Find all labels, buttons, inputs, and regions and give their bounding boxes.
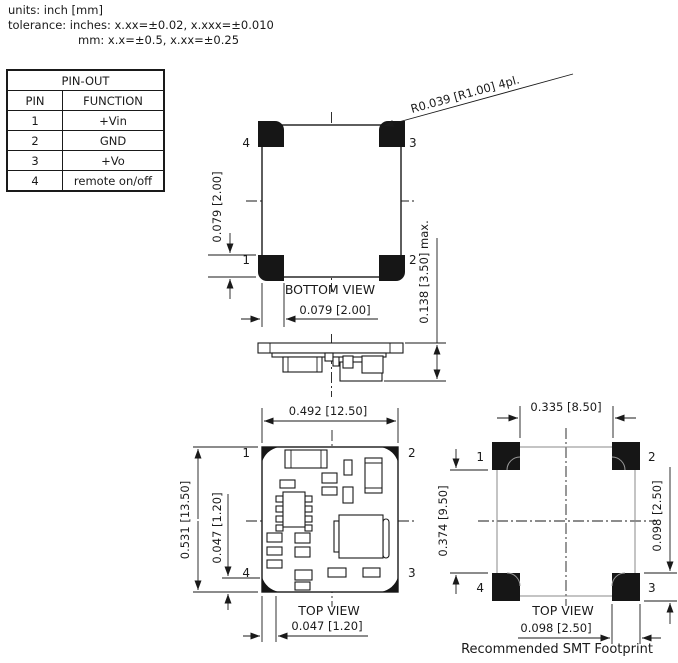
function-column-header: FUNCTION	[62, 90, 165, 111]
bottom-pad-1	[258, 255, 284, 281]
top-view-label: TOP VIEW	[297, 603, 359, 618]
bottom-pin-label-4: 4	[242, 136, 250, 150]
footprint-pad-3	[612, 573, 640, 601]
dim-footprint-pitch-x: 0.335 [8.50]	[497, 400, 636, 438]
dim-top-pad-height: 0.047 [1.20]	[210, 492, 260, 610]
side-component-small	[342, 355, 354, 369]
footprint-pad-1-corner-arc	[506, 456, 521, 471]
top-pin-label-4: 4	[242, 566, 250, 580]
side-view-substrate	[257, 342, 404, 354]
footprint-pitch-x-value: 0.335 [8.50]	[530, 400, 601, 414]
top-pad-height-value: 0.047 [1.20]	[210, 492, 224, 563]
top-pad-3	[381, 577, 398, 592]
bottom-view-label: BOTTOM VIEW	[285, 282, 375, 297]
top-pad-1	[262, 447, 279, 462]
side-component-tab-2	[332, 356, 340, 367]
bottom-pad-4	[258, 121, 284, 147]
bottom-pad-3	[379, 121, 405, 147]
footprint-pad-4	[492, 573, 520, 601]
table-row: 4 remote on/off	[6, 170, 165, 192]
tolerance-inches-line: tolerance: inches: x.xx=±0.02, x.xxx=±0.…	[8, 18, 274, 32]
top-pin-label-2: 2	[408, 446, 416, 460]
footprint-pad-3-corner-arc	[611, 572, 626, 587]
dim-footprint-pad-width: 0.098 [2.50]	[518, 604, 661, 644]
top-pin-label-1: 1	[242, 446, 250, 460]
bottom-view-body-outline	[261, 124, 402, 278]
dim-corner-radius: R0.039 [R1.00] 4pl.	[383, 72, 574, 127]
tolerance-mm-line: mm: x.x=±0.5, x.xx=±0.25	[78, 33, 240, 47]
units-line: units: inch [mm]	[8, 3, 103, 17]
side-component-block-right	[361, 355, 384, 374]
footprint-pad-4-corner-arc	[506, 572, 521, 587]
footprint-pad-width-value: 0.098 [2.50]	[520, 621, 591, 635]
pinout-table: PIN-OUT PIN FUNCTION 1 +Vin 2 GND 3 +Vo …	[6, 69, 165, 192]
bottom-pin-label-2: 2	[409, 253, 417, 267]
footprint-pitch-y-value: 0.374 [9.50]	[436, 485, 450, 556]
corner-radius-value: R0.039 [R1.00] 4pl.	[409, 72, 521, 115]
top-width-value: 0.492 [12.50]	[289, 404, 367, 418]
bottom-pin-label-1: 1	[242, 253, 250, 267]
dim-max-height: 0.138 [3.50] max.	[384, 220, 446, 382]
pin-function-cell: GND	[62, 130, 165, 151]
dim-top-height: 0.531 [13.50]	[178, 446, 258, 593]
bottom-pad-height-value: 0.079 [2.00]	[210, 171, 224, 242]
top-view: 1 2 4 3 TOP VIEW 0.492 [12.50] 0.531 [13…	[178, 404, 416, 642]
dim-top-pad-width: 0.047 [1.20]	[243, 596, 368, 642]
dim-top-width: 0.492 [12.50]	[261, 404, 399, 443]
table-row: 2 GND	[6, 130, 165, 151]
footprint-pin-label-3: 3	[648, 581, 656, 595]
top-pad-4	[262, 577, 279, 592]
dim-bottom-pad-width: 0.079 [2.00]	[241, 283, 378, 327]
bottom-pin-label-3: 3	[409, 136, 417, 150]
footprint-package-outline	[496, 446, 636, 597]
dim-footprint-pad-height: 0.098 [2.50]	[644, 467, 677, 624]
footprint-pin-label-2: 2	[648, 450, 656, 464]
side-component-block-left	[282, 356, 323, 373]
table-row: 1 +Vin	[6, 110, 165, 131]
dim-footprint-pitch-y: 0.374 [9.50]	[436, 449, 488, 594]
corner-radius-leader-line	[383, 73, 574, 127]
pin-function-cell: remote on/off	[62, 170, 165, 192]
footprint-pin-label-4: 4	[476, 581, 484, 595]
smt-footprint: 1 2 4 3 TOP VIEW Recommended SMT Footpri…	[436, 400, 677, 657]
footprint-view-label: TOP VIEW	[531, 603, 593, 618]
footprint-pad-2-corner-arc	[611, 456, 626, 471]
pin-function-cell: +Vo	[62, 150, 165, 171]
bottom-view: 4 3 1 2 BOTTOM VIEW R0.039 [R1.00] 4pl. …	[208, 72, 574, 327]
table-row: 3 +Vo	[6, 150, 165, 171]
side-view: 0.138 [3.50] max.	[257, 220, 446, 397]
bottom-pad-2	[379, 255, 405, 281]
units-tolerance-note: units: inch [mm] tolerance: inches: x.xx…	[8, 3, 274, 48]
pinout-header-row: PIN FUNCTION	[6, 90, 165, 111]
bottom-pad-width-value: 0.079 [2.00]	[299, 303, 370, 317]
side-component-tab	[324, 352, 334, 362]
dim-bottom-pad-height: 0.079 [2.00]	[208, 171, 256, 299]
top-pad-width-value: 0.047 [1.20]	[291, 619, 362, 633]
footprint-pad-height-value: 0.098 [2.50]	[650, 480, 664, 551]
max-height-value: 0.138 [3.50] max.	[417, 220, 431, 324]
footprint-pin-label-1: 1	[476, 450, 484, 464]
footprint-caption: Recommended SMT Footprint	[461, 642, 653, 657]
top-pin-label-3: 3	[408, 566, 416, 580]
footprint-pad-2	[612, 442, 640, 470]
footprint-pad-1	[492, 442, 520, 470]
top-height-value: 0.531 [13.50]	[178, 481, 192, 559]
top-pad-2	[381, 447, 398, 462]
top-view-components	[266, 449, 390, 591]
